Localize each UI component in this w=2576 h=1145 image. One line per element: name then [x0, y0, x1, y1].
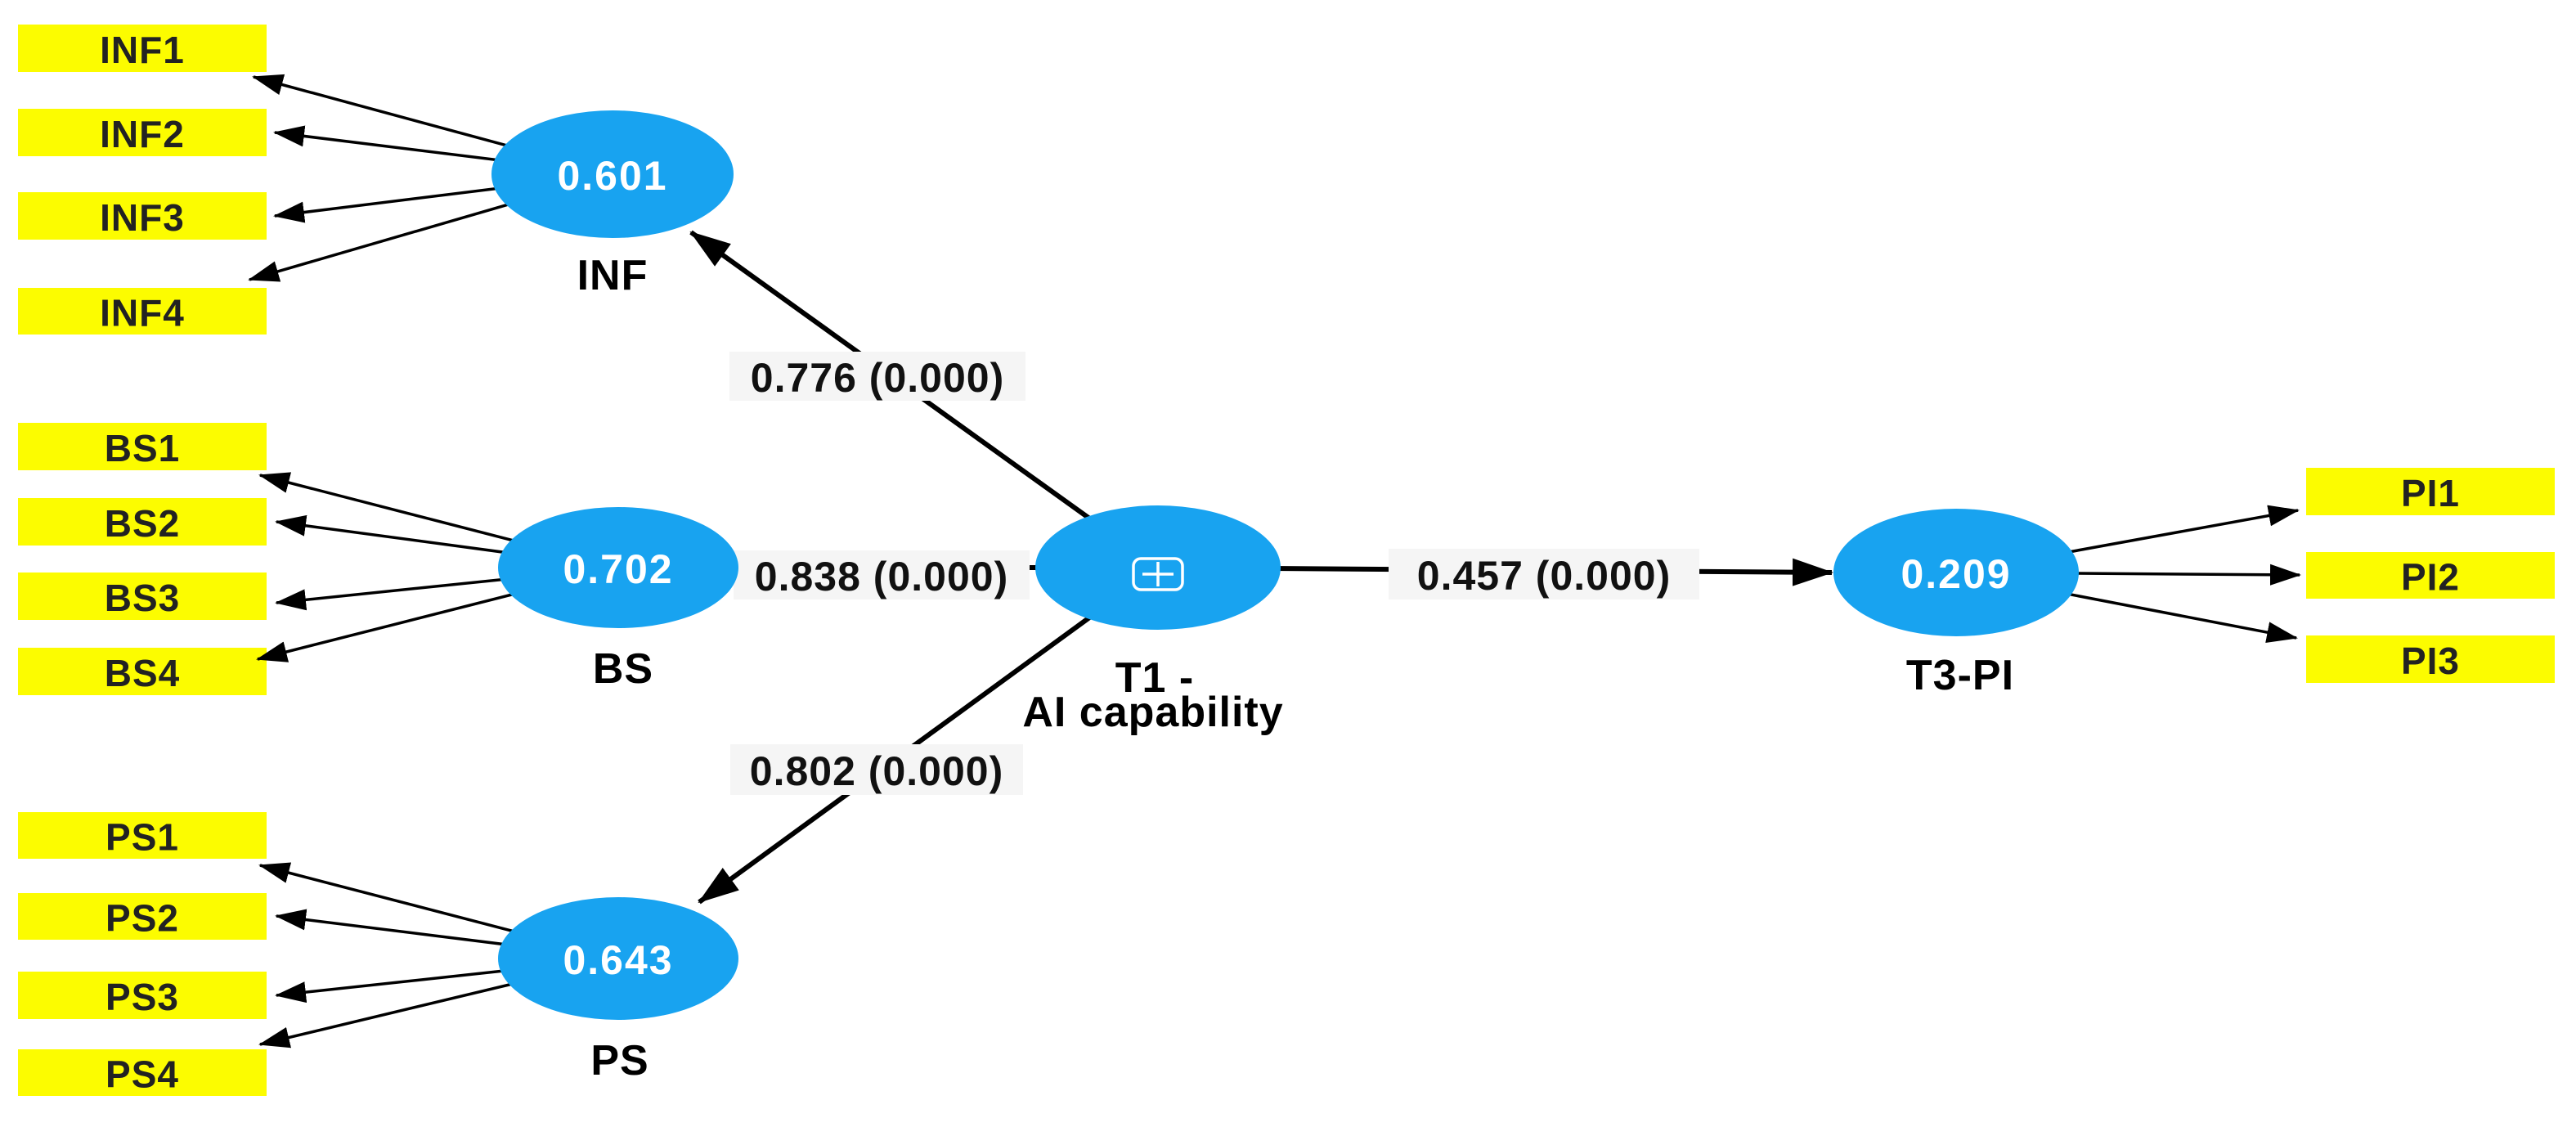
construct-name-INF: INF [577, 252, 648, 299]
indicator-label-PS2: PS2 [105, 897, 179, 940]
indicator-label-INF2: INF2 [100, 113, 185, 155]
construct-value-INF: 0.601 [557, 153, 667, 199]
indicator-label-PI3: PI3 [2401, 640, 2460, 682]
indicator-label-PI1: PI1 [2401, 472, 2460, 514]
path-coefficient-T1-INF: 0.776 (0.000) [751, 355, 1004, 401]
indicator-label-PS4: PS4 [105, 1053, 179, 1096]
indicator-label-BS4: BS4 [105, 652, 180, 694]
indicator-box-PI3 [2306, 635, 2555, 683]
indicator-box-PS1 [18, 812, 267, 859]
construct-value-BS: 0.702 [563, 546, 673, 592]
indicator-box-PI2 [2306, 552, 2555, 599]
construct-name-PS: PS [590, 1037, 648, 1084]
path-coefficient-T1-BS: 0.838 (0.000) [755, 554, 1008, 599]
construct-T3 [1833, 509, 2079, 636]
indicator-box-PI1 [2306, 468, 2555, 515]
construct-value-T3: 0.209 [1901, 551, 2011, 597]
indicator-label-PS3: PS3 [105, 976, 179, 1018]
indicator-label-BS1: BS1 [105, 427, 180, 469]
path-label-bg-T1-PS [730, 744, 1023, 795]
path-coefficient-T1-PS: 0.802 (0.000) [750, 748, 1003, 794]
indicator-box-BS3 [18, 572, 267, 620]
indicator-box-INF4 [18, 288, 267, 335]
indicator-box-INF3 [18, 192, 267, 240]
indicator-label-INF3: INF3 [100, 196, 185, 239]
indicator-box-BS2 [18, 498, 267, 546]
indicator-box-INF1 [18, 25, 267, 72]
indicator-label-BS2: BS2 [105, 502, 180, 545]
construct-name-T1-line2: AI capability [1022, 689, 1283, 736]
plus-icon [1132, 557, 1184, 591]
indicator-label-PS1: PS1 [105, 816, 179, 859]
indicator-box-BS1 [18, 423, 267, 470]
indicator-label-PI2: PI2 [2401, 556, 2460, 599]
path-label-bg-T1-T3 [1389, 549, 1699, 599]
construct-INF [491, 110, 734, 238]
construct-BS [498, 507, 738, 628]
indicator-label-BS3: BS3 [105, 577, 180, 619]
construct-value-PS: 0.643 [563, 937, 673, 983]
construct-name-T3: T3-PI [1906, 652, 2014, 699]
indicator-box-BS4 [18, 648, 267, 695]
path-label-bg-T1-BS [734, 550, 1030, 599]
construct-name-BS: BS [593, 645, 653, 693]
structural-arrow-T1-PS [698, 565, 1160, 905]
indicator-box-PS4 [18, 1049, 267, 1096]
indicator-label-INF1: INF1 [100, 29, 185, 71]
path-coefficient-T1-T3: 0.457 (0.000) [1417, 553, 1671, 599]
indicator-label-INF4: INF4 [100, 292, 185, 335]
indicator-box-PS2 [18, 893, 267, 940]
path-label-bg-T1-INF [729, 352, 1025, 401]
indicator-box-INF2 [18, 109, 267, 156]
construct-PS [498, 897, 738, 1020]
indicator-box-PS3 [18, 972, 267, 1019]
construct-name-T1-line1: T1 - [1115, 654, 1194, 702]
